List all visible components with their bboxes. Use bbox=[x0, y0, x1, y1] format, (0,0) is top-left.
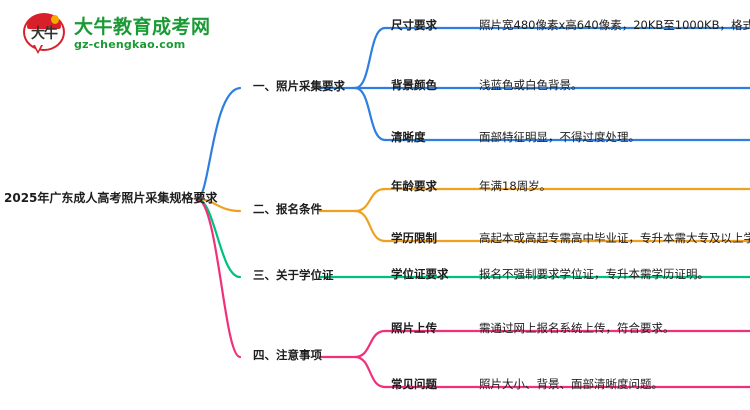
logo-bubble-tail bbox=[33, 45, 43, 54]
logo-title: 大牛教育成考网 bbox=[74, 16, 211, 38]
sub-title-3-1[interactable]: 学位证要求 bbox=[391, 267, 449, 281]
sub-detail-4-1: 需通过网上报名系统上传，符合要求。 bbox=[479, 321, 675, 335]
branch-node-2[interactable]: 二、报名条件 bbox=[253, 202, 322, 216]
sub-detail-2-1: 年满18周岁。 bbox=[479, 179, 552, 193]
branch-node-1[interactable]: 一、照片采集要求 bbox=[253, 79, 345, 93]
sub-title-1-1[interactable]: 尺寸要求 bbox=[391, 18, 437, 32]
logo-mark-icon: 大牛 bbox=[22, 12, 68, 56]
sub-detail-1-3: 面部特征明显，不得过度处理。 bbox=[479, 130, 640, 144]
sub-title-2-1[interactable]: 年龄要求 bbox=[391, 179, 437, 193]
logo-mark-text: 大牛 bbox=[31, 26, 58, 42]
sub-detail-1-1: 照片宽480像素x高640像素，20KB至1000KB，格式为JPG。 bbox=[479, 18, 750, 32]
sub-detail-4-2: 照片大小、背景、面部清晰度问题。 bbox=[479, 377, 663, 391]
mindmap-root-node[interactable]: 2025年广东成人高考照片采集规格要求 bbox=[4, 191, 218, 205]
sub-detail-2-2: 高起本或高起专需高中毕业证，专升本需大专及以上学历。 bbox=[479, 231, 750, 245]
logo-cap-shape bbox=[27, 14, 61, 29]
sub-title-1-3[interactable]: 清晰度 bbox=[391, 130, 426, 144]
branch-node-4[interactable]: 四、注意事项 bbox=[253, 348, 322, 362]
sub-title-4-1[interactable]: 照片上传 bbox=[391, 321, 437, 335]
branch-node-3[interactable]: 三、关于学位证 bbox=[253, 268, 334, 282]
logo-cap-dot bbox=[51, 15, 59, 24]
sub-title-2-2[interactable]: 学历限制 bbox=[391, 231, 437, 245]
site-logo: 大牛 大牛教育成考网 gz-chengkao.com bbox=[22, 10, 272, 58]
sub-detail-1-2: 浅蓝色或白色背景。 bbox=[479, 78, 583, 92]
logo-domain: gz-chengkao.com bbox=[74, 38, 186, 51]
sub-detail-3-1: 报名不强制要求学位证，专升本需学历证明。 bbox=[479, 267, 709, 281]
sub-title-1-2[interactable]: 背景颜色 bbox=[391, 78, 437, 92]
sub-title-4-2[interactable]: 常见问题 bbox=[391, 377, 437, 391]
